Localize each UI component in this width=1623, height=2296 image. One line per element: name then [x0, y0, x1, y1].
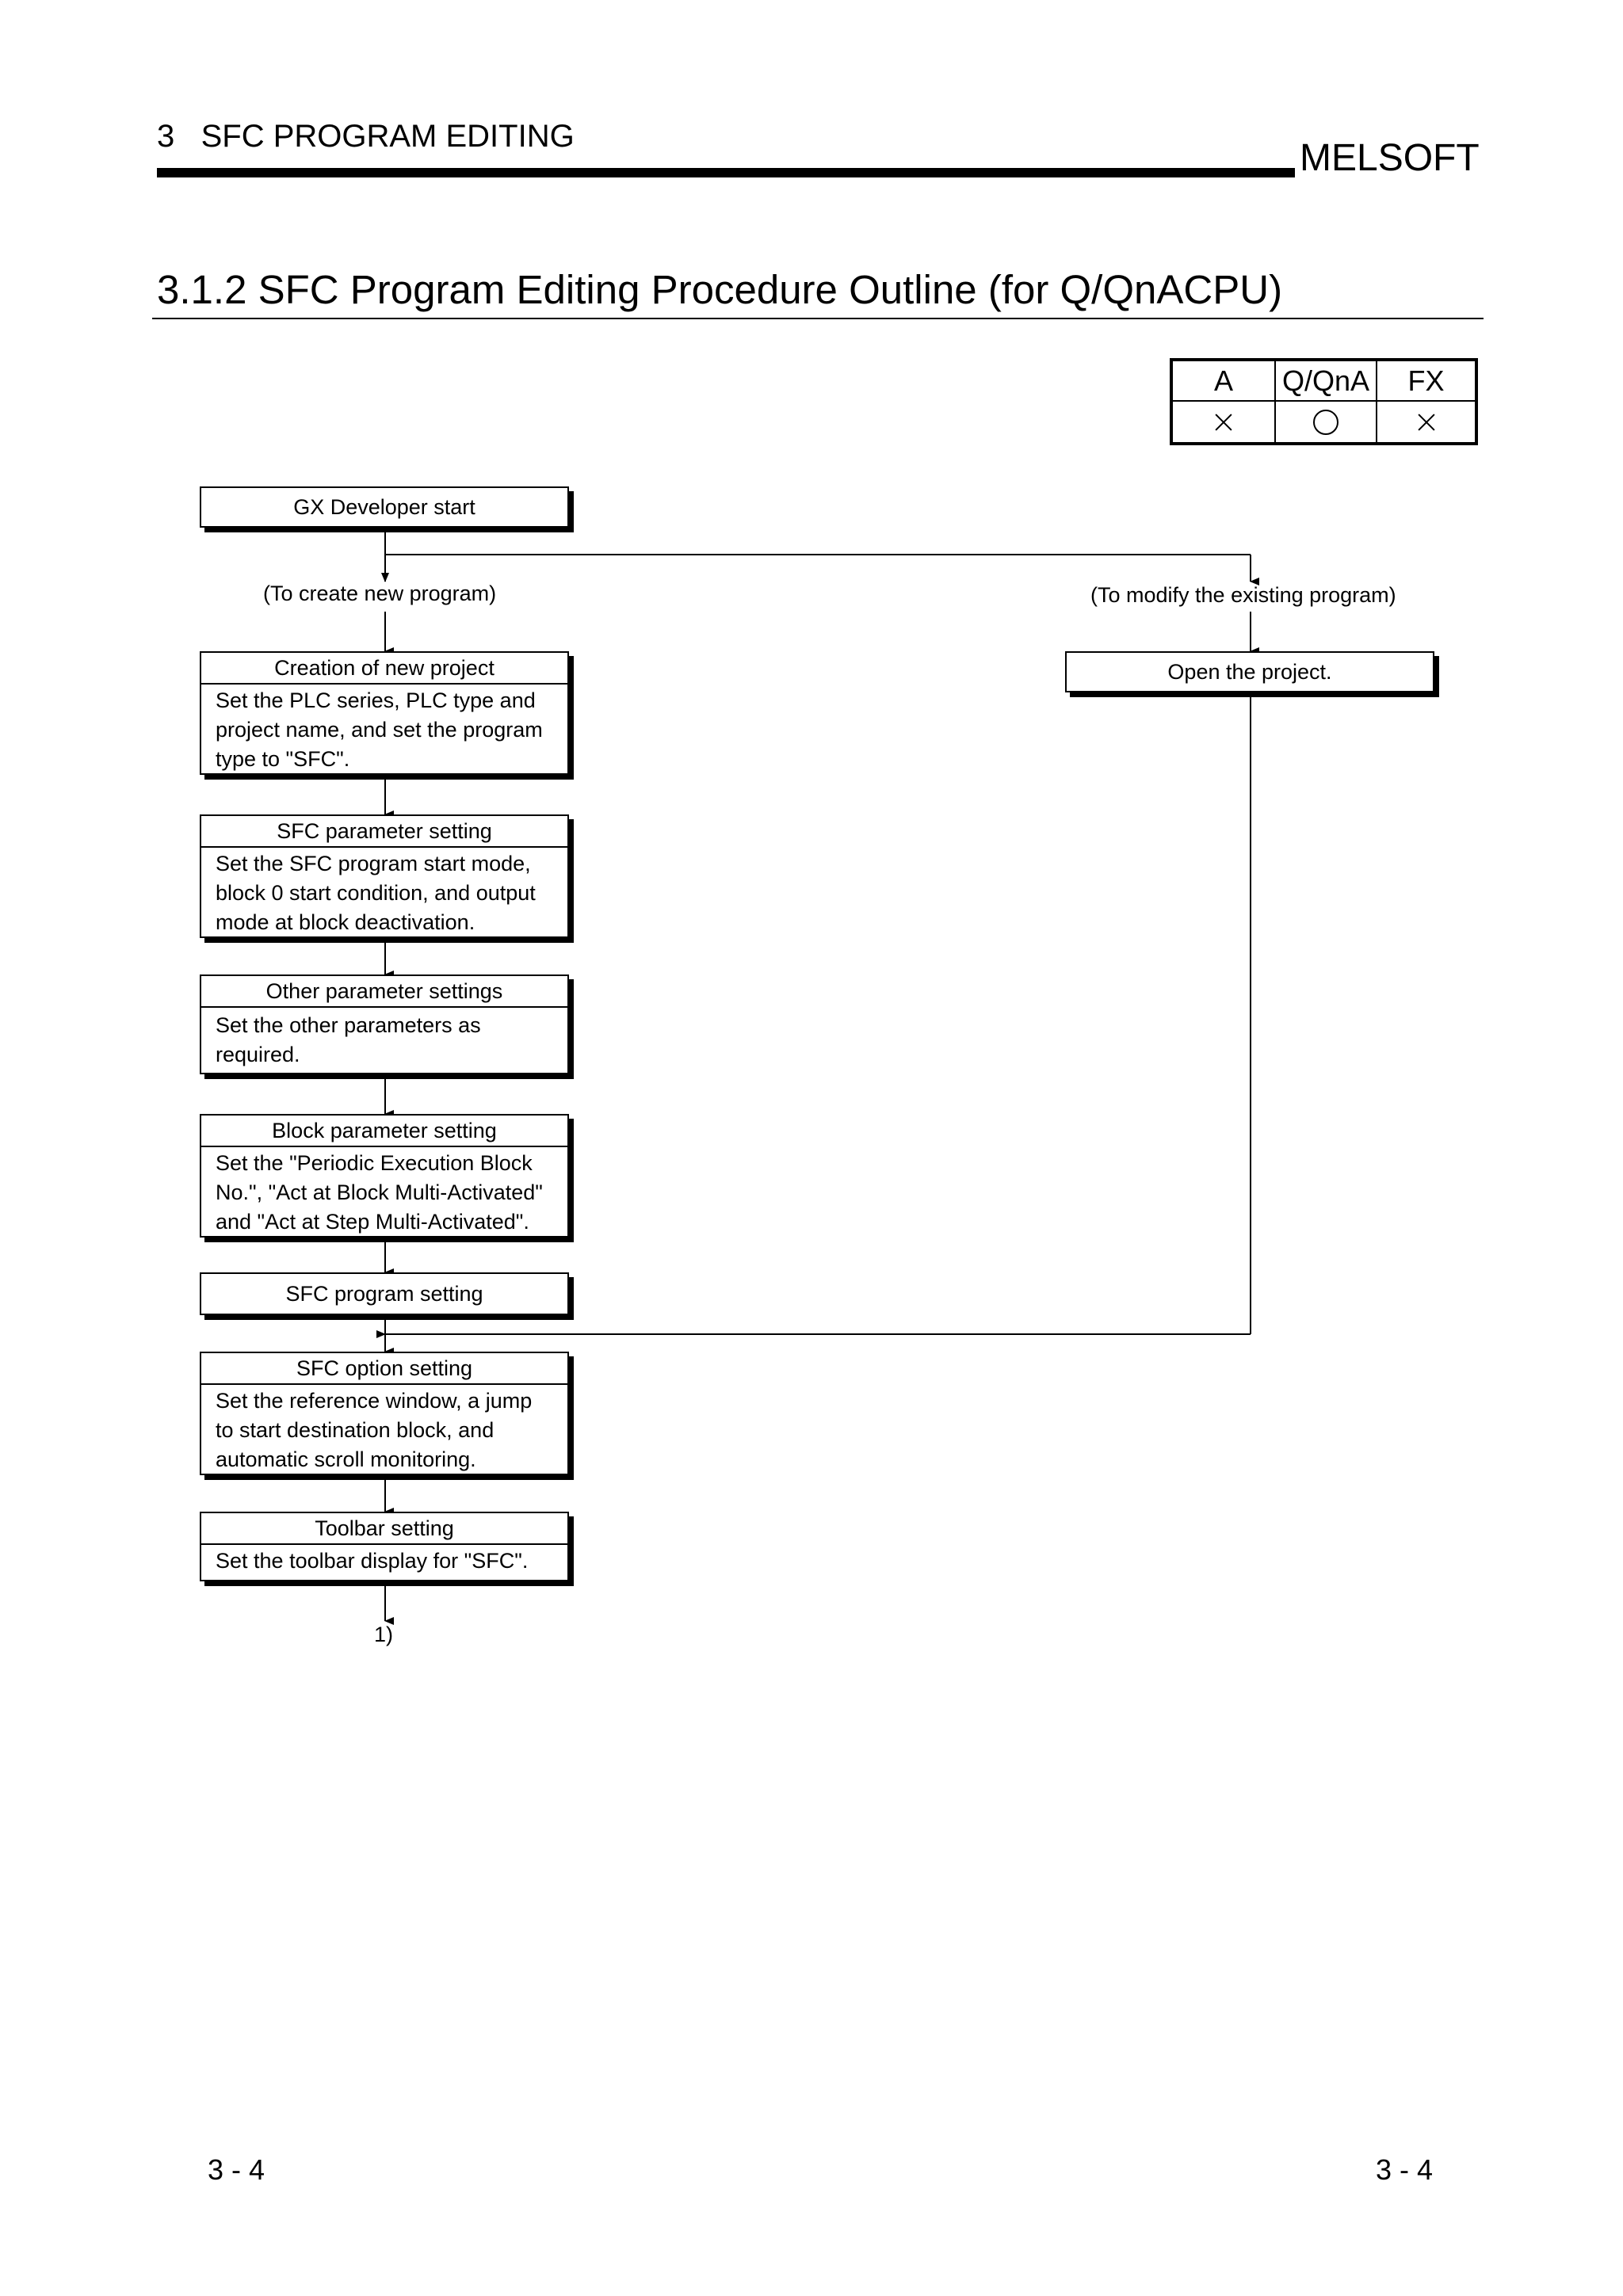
- program-setting-label: SFC program setting: [285, 1281, 483, 1306]
- compat-header-a: A: [1173, 361, 1276, 402]
- circle-icon: [1313, 409, 1338, 435]
- header-rule: [157, 168, 1295, 177]
- step-toolbar: Toolbar setting Set the toolbar display …: [200, 1512, 569, 1581]
- start-box: GX Developer start: [200, 486, 569, 528]
- step-description: Set the other parameters as required.: [201, 1008, 567, 1070]
- step-line: type to "SFC".: [216, 747, 350, 771]
- compat-header-qqna: Q/QnA: [1276, 361, 1377, 402]
- branch-new-label: (To create new program): [263, 582, 497, 605]
- page-number-left: 3 - 4: [208, 2153, 265, 2186]
- step-line: block 0 start condition, and output: [216, 881, 536, 905]
- step-title: SFC parameter setting: [201, 816, 567, 848]
- step-line: project name, and set the program: [216, 718, 543, 742]
- step-description: Set the SFC program start mode, block 0 …: [201, 848, 567, 937]
- branch-modify-label: (To modify the existing program): [1090, 583, 1396, 607]
- compat-mark-qqna: [1276, 402, 1377, 442]
- continuation-marker: 1): [374, 1623, 394, 1646]
- step-sfc-program: SFC program setting: [200, 1272, 569, 1315]
- step-title: Other parameter settings: [201, 976, 567, 1008]
- open-project-label: Open the project.: [1167, 659, 1332, 684]
- title-rule: [152, 318, 1484, 319]
- step-description: Set the "Periodic Execution Block No.", …: [201, 1147, 567, 1237]
- compat-header-fx: FX: [1377, 361, 1475, 402]
- step-line: Set the other parameters as: [216, 1013, 481, 1037]
- compat-mark-a: [1173, 402, 1276, 442]
- section-title: 3.1.2 SFC Program Editing Procedure Outl…: [157, 267, 1283, 312]
- page-number-right: 3 - 4: [1376, 2153, 1434, 2186]
- chapter-heading: 3 SFC PROGRAM EDITING: [157, 119, 575, 154]
- step-line: to start destination block, and: [216, 1418, 495, 1442]
- compatibility-table: A Q/QnA FX: [1170, 358, 1478, 445]
- step-line: automatic scroll monitoring.: [216, 1447, 476, 1471]
- open-project-box: Open the project.: [1065, 651, 1434, 692]
- step-line: No.", "Act at Block Multi-Activated": [216, 1180, 543, 1204]
- step-line: Set the reference window, a jump: [216, 1389, 533, 1413]
- start-label: GX Developer start: [293, 494, 475, 519]
- step-line: Set the toolbar display for "SFC".: [216, 1549, 529, 1573]
- brand-logo: MELSOFT: [1300, 137, 1480, 179]
- step-line: Set the SFC program start mode,: [216, 852, 531, 875]
- step-sfc-option: SFC option setting Set the reference win…: [200, 1352, 569, 1475]
- step-block-parameter: Block parameter setting Set the "Periodi…: [200, 1114, 569, 1238]
- step-line: Set the "Periodic Execution Block: [216, 1151, 533, 1175]
- step-line: Set the PLC series, PLC type and: [216, 688, 536, 712]
- step-line: mode at block deactivation.: [216, 910, 475, 934]
- step-title: Creation of new project: [201, 653, 567, 685]
- step-other-parameters: Other parameter settings Set the other p…: [200, 974, 569, 1074]
- step-line: and "Act at Step Multi-Activated".: [216, 1210, 529, 1234]
- step-new-project: Creation of new project Set the PLC seri…: [200, 651, 569, 775]
- step-title: Block parameter setting: [201, 1116, 567, 1147]
- step-description: Set the toolbar display for "SFC".: [201, 1545, 567, 1576]
- step-sfc-parameter: SFC parameter setting Set the SFC progra…: [200, 814, 569, 938]
- step-title: SFC option setting: [201, 1353, 567, 1385]
- step-title: Toolbar setting: [201, 1513, 567, 1545]
- step-description: Set the reference window, a jump to star…: [201, 1385, 567, 1474]
- step-line: required.: [216, 1043, 300, 1066]
- step-description: Set the PLC series, PLC type and project…: [201, 685, 567, 774]
